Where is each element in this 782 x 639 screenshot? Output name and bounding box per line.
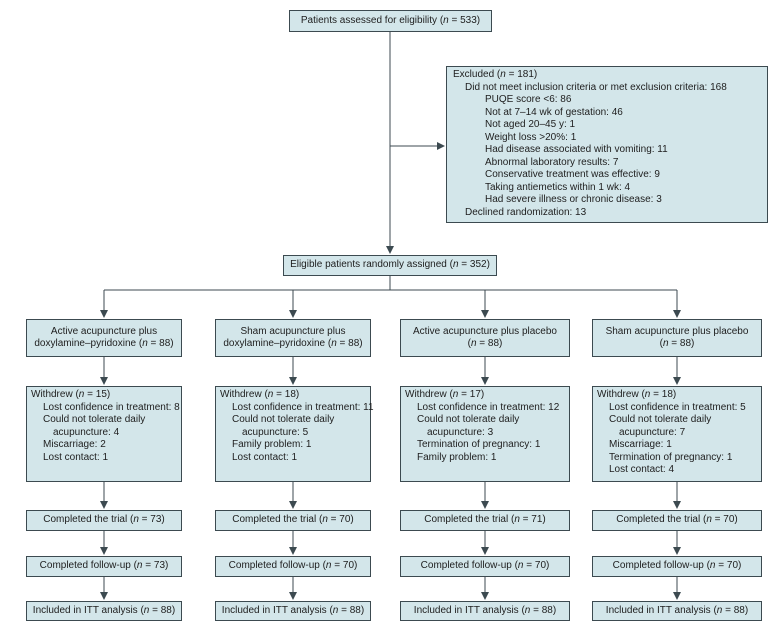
excluded-reason-item: PUQE score <6: 86: [485, 94, 572, 105]
withdrew-reason-item: Lost confidence in treatment: 8: [43, 401, 180, 413]
arm-1-name-line2: doxylamine–pyridoxine (n = 88): [34, 338, 174, 349]
withdrew-reason-item: Family problem: 1: [417, 451, 497, 463]
arm-2-completed-followup-box: Completed follow-up (n = 70): [215, 556, 371, 577]
arm-4-name-line1: Sham acupuncture plus placebo: [605, 325, 749, 337]
excluded-declined: Declined randomization: 13: [465, 206, 587, 218]
arm-4-name-line2: (n = 88): [659, 338, 695, 349]
withdrew-reason-item: Could not tolerate daily: [609, 414, 712, 425]
withdrew-reason-item: Could not tolerate daily: [417, 414, 520, 425]
withdrew-reason-item: Termination of pregnancy: 1: [417, 439, 541, 450]
excluded-criteria: Did not meet inclusion criteria or met e…: [465, 81, 727, 93]
arm-2-completed-trial-box: Completed the trial (n = 70): [215, 510, 371, 531]
arm-3-itt-analysis-box: Included in ITT analysis (n = 88): [400, 601, 570, 621]
arm-2-name-line1: Sham acupuncture plus: [240, 325, 346, 337]
excluded-reason-item: Had severe illness or chronic disease: 3: [485, 194, 662, 205]
arm-3-completed-followup-label: Completed follow-up (n = 70): [420, 560, 550, 572]
arm-3-name-line2: (n = 88): [467, 338, 503, 349]
excluded-box: Excluded (n = 181) Did not meet inclusio…: [446, 66, 768, 223]
arm-3-withdrew-title: Withdrew (n = 17): [405, 389, 485, 400]
withdrew-reason-item: acupuncture: 7: [619, 426, 686, 438]
withdrew-reason-item: Could not tolerate daily: [232, 414, 335, 425]
arm-3-completed-followup-box: Completed follow-up (n = 70): [400, 556, 570, 577]
excluded-reason-item: Taking antiemetics within 1 wk: 4: [485, 181, 631, 193]
arm-4-completed-trial-label: Completed the trial (n = 70): [616, 514, 738, 526]
withdrew-reason-item: Could not tolerate daily: [43, 414, 146, 425]
arm-1-withdrew-title: Withdrew (n = 15): [31, 389, 111, 400]
withdrew-reason-item: Family problem: 1: [232, 439, 312, 450]
arm-4-completed-followup-label: Completed follow-up (n = 70): [612, 560, 742, 572]
arm-4-withdrew-title: Withdrew (n = 18): [597, 389, 677, 400]
excluded-reason-item: Conservative treatment was effective: 9: [485, 169, 660, 180]
arm-1-completed-followup-label: Completed follow-up (n = 73): [39, 560, 169, 572]
withdrew-reason-item: Lost confidence in treatment: 11: [232, 401, 374, 413]
arm-1-withdrew-box: Withdrew (n = 15)Lost confidence in trea…: [26, 386, 182, 482]
withdrew-reason-item: Lost confidence in treatment: 5: [609, 401, 746, 413]
withdrew-reason-item: acupuncture: 5: [242, 426, 309, 438]
arm-3-completed-trial-label: Completed the trial (n = 71): [424, 514, 546, 526]
arm-3-withdrew-box: Withdrew (n = 17)Lost confidence in trea…: [400, 386, 570, 482]
arm-3-itt-analysis-label: Included in ITT analysis (n = 88): [413, 604, 557, 616]
arm-1-name-line1: Active acupuncture plus: [50, 325, 158, 337]
withdrew-reason-item: acupuncture: 3: [427, 426, 494, 438]
withdrew-reason-item: Lost contact: 1: [232, 451, 298, 463]
arm-1-completed-trial-label: Completed the trial (n = 73): [43, 514, 165, 526]
arm-2-withdrew-title: Withdrew (n = 18): [220, 389, 300, 400]
randomized-label: Eligible patients randomly assigned (n =…: [290, 259, 490, 271]
arm-4-completed-trial-box: Completed the trial (n = 70): [592, 510, 762, 531]
arm-4-completed-followup-box: Completed follow-up (n = 70): [592, 556, 762, 577]
withdrew-reason-item: Lost confidence in treatment: 12: [417, 401, 560, 413]
arm-4-itt-analysis-box: Included in ITT analysis (n = 88): [592, 601, 762, 621]
withdrew-reason-item: Lost contact: 1: [43, 451, 109, 463]
excluded-reason-item: Not at 7–14 wk of gestation: 46: [485, 106, 623, 118]
arm-2-withdrew-box: Withdrew (n = 18)Lost confidence in trea…: [215, 386, 374, 482]
withdrew-reason-item: acupuncture: 4: [53, 426, 120, 438]
excluded-reason-item: Had disease associated with vomiting: 11: [485, 144, 668, 155]
excluded-title: Excluded (n = 181): [453, 69, 538, 80]
arm-3-name-line1: Active acupuncture plus placebo: [413, 325, 557, 337]
excluded-reason-item: Abnormal laboratory results: 7: [485, 156, 619, 168]
withdrew-reason-item: Miscarriage: 2: [43, 439, 106, 450]
assessed-box: Patients assessed for eligibility (n = 5…: [289, 10, 492, 32]
arm-1-itt-analysis-box: Included in ITT analysis (n = 88): [26, 601, 182, 621]
withdrew-reason-item: Miscarriage: 1: [609, 439, 672, 450]
arm-4-itt-analysis-label: Included in ITT analysis (n = 88): [605, 604, 749, 616]
arm-2-completed-followup-label: Completed follow-up (n = 70): [228, 560, 358, 572]
randomized-box: Eligible patients randomly assigned (n =…: [283, 255, 497, 276]
arm-4-withdrew-box: Withdrew (n = 18)Lost confidence in trea…: [592, 386, 762, 482]
arm-4-name-box: Sham acupuncture plus placebo(n = 88): [592, 319, 762, 357]
excluded-reason-item: Weight loss >20%: 1: [485, 131, 577, 143]
arm-2-itt-analysis-box: Included in ITT analysis (n = 88): [215, 601, 371, 621]
arm-1-itt-analysis-label: Included in ITT analysis (n = 88): [32, 604, 176, 616]
arm-1-completed-followup-box: Completed follow-up (n = 73): [26, 556, 182, 577]
withdrew-reason-item: Termination of pregnancy: 1: [609, 451, 733, 463]
arm-1-completed-trial-box: Completed the trial (n = 73): [26, 510, 182, 531]
arm-2-name-line2: doxylamine–pyridoxine (n = 88): [223, 338, 363, 349]
arm-3-completed-trial-box: Completed the trial (n = 71): [400, 510, 570, 531]
assessed-label: Patients assessed for eligibility (n = 5…: [300, 14, 481, 26]
excluded-reason-item: Not aged 20–45 y: 1: [485, 119, 576, 130]
arm-2-completed-trial-label: Completed the trial (n = 70): [232, 514, 354, 526]
arm-3-name-box: Active acupuncture plus placebo(n = 88): [400, 319, 570, 357]
withdrew-reason-item: Lost contact: 4: [609, 464, 675, 475]
arm-2-itt-analysis-label: Included in ITT analysis (n = 88): [221, 604, 365, 616]
